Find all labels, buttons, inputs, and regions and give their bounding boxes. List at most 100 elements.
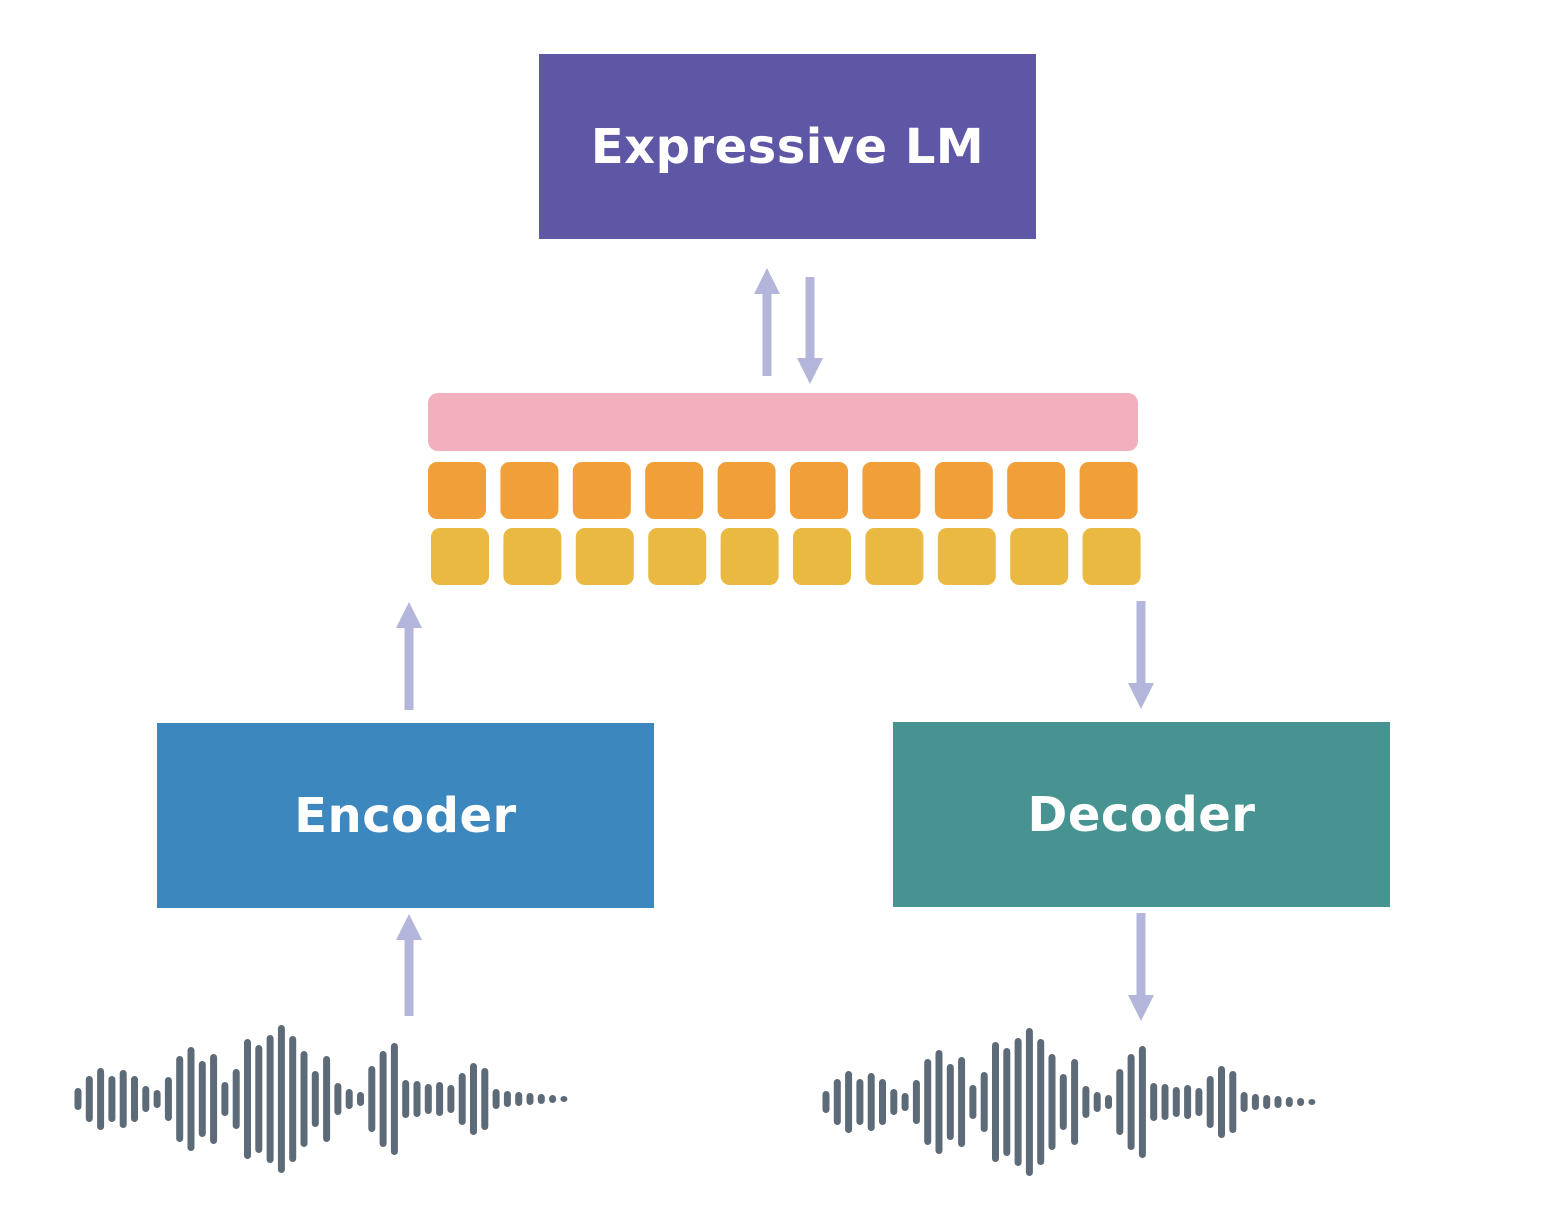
token-top bbox=[790, 462, 848, 519]
waveform-bar bbox=[153, 1090, 161, 1108]
waveform-bar bbox=[1206, 1076, 1214, 1128]
waveform-bar bbox=[424, 1084, 432, 1114]
waveform-bar bbox=[867, 1073, 875, 1131]
waveform-bar bbox=[164, 1077, 172, 1121]
waveform-bar bbox=[97, 1068, 105, 1130]
waveform-bar bbox=[1297, 1098, 1305, 1106]
arrow-down-icon bbox=[797, 277, 823, 384]
arrow-up-icon bbox=[396, 914, 422, 1016]
arrow-up-icon bbox=[754, 268, 780, 376]
waveform-bar bbox=[560, 1096, 568, 1102]
waveform-bar bbox=[822, 1091, 830, 1113]
token-top bbox=[1007, 462, 1066, 519]
waveform-bar bbox=[244, 1039, 251, 1159]
waveform-bar bbox=[1263, 1095, 1271, 1109]
waveform-bar bbox=[845, 1071, 853, 1133]
waveform-bar bbox=[1037, 1039, 1045, 1165]
waveform-bar bbox=[210, 1054, 218, 1144]
waveform-bar bbox=[1093, 1092, 1101, 1112]
waveform-bar bbox=[1184, 1085, 1192, 1119]
waveform-bar bbox=[1308, 1099, 1316, 1105]
waveform-bar bbox=[368, 1066, 376, 1132]
arrow-up-icon bbox=[396, 602, 422, 710]
token-bottom bbox=[865, 528, 924, 585]
waveform-bar bbox=[901, 1093, 909, 1111]
token-bottom bbox=[1082, 528, 1141, 585]
token-bottom bbox=[648, 528, 707, 585]
waveform-bar bbox=[1251, 1094, 1259, 1110]
encoder-box: Encoder bbox=[157, 723, 654, 908]
waveform-bar bbox=[515, 1092, 523, 1106]
waveform-bar bbox=[300, 1051, 308, 1147]
waveform-bar bbox=[255, 1045, 263, 1153]
waveform-bar bbox=[402, 1080, 410, 1118]
waveform-bar bbox=[935, 1050, 943, 1154]
token-top bbox=[934, 462, 993, 519]
waveform-bar bbox=[890, 1089, 898, 1115]
waveform-bar bbox=[1285, 1097, 1293, 1107]
waveform-bar bbox=[912, 1080, 920, 1124]
arrow-head bbox=[1128, 683, 1154, 709]
expressive-lm-box: Expressive LM bbox=[539, 54, 1036, 239]
decoder-label: Decoder bbox=[1027, 786, 1256, 843]
waveform-bar bbox=[221, 1082, 229, 1116]
waveform-bar bbox=[74, 1088, 82, 1110]
waveform-bar bbox=[549, 1095, 557, 1103]
waveform-bar bbox=[470, 1063, 477, 1135]
waveform-bar bbox=[379, 1051, 387, 1147]
token-top bbox=[500, 462, 559, 519]
waveform-bar bbox=[390, 1043, 398, 1155]
token-top bbox=[428, 462, 486, 519]
waveform-bar bbox=[142, 1086, 150, 1112]
arrow-head bbox=[396, 602, 422, 628]
waveform-bar bbox=[108, 1076, 116, 1122]
waveform-bar bbox=[481, 1068, 489, 1130]
waveform-bar bbox=[1071, 1059, 1079, 1145]
waveform-bar bbox=[1048, 1054, 1056, 1150]
waveform-bar bbox=[1138, 1046, 1146, 1158]
waveform-bar bbox=[1240, 1092, 1248, 1112]
token-bottom bbox=[720, 528, 779, 585]
token-top bbox=[717, 462, 776, 519]
waveform-bar bbox=[537, 1094, 545, 1104]
waveform-bar bbox=[1195, 1088, 1203, 1116]
arrow-head bbox=[1128, 995, 1154, 1021]
waveform-bar bbox=[85, 1076, 93, 1122]
waveform-bar bbox=[980, 1072, 988, 1132]
arrow-head bbox=[754, 268, 780, 294]
waveform-bar bbox=[1059, 1074, 1067, 1130]
waveform-bar bbox=[447, 1085, 455, 1113]
token-bottom bbox=[503, 528, 562, 585]
waveform-bar bbox=[958, 1057, 966, 1147]
waveform-bar bbox=[176, 1056, 184, 1142]
waveform-bar bbox=[1274, 1096, 1282, 1108]
token-bottom bbox=[937, 528, 996, 585]
arrow-head bbox=[396, 914, 422, 940]
waveform-bar bbox=[833, 1079, 841, 1125]
waveform-bar bbox=[526, 1093, 534, 1105]
waveform-bar bbox=[1082, 1086, 1090, 1118]
token-top bbox=[645, 462, 704, 519]
token-bottom bbox=[1010, 528, 1069, 585]
waveform-bar bbox=[357, 1092, 364, 1106]
arrow-down-icon bbox=[1128, 601, 1154, 709]
arrow-down-icon bbox=[1128, 913, 1154, 1021]
token-top bbox=[862, 462, 921, 519]
token-bar bbox=[428, 393, 1138, 451]
waveform-bar bbox=[492, 1089, 500, 1109]
waveform-bar bbox=[436, 1082, 444, 1116]
waveform-bar bbox=[1025, 1028, 1033, 1176]
waveform-bar bbox=[198, 1061, 206, 1137]
waveform-bar bbox=[119, 1070, 127, 1128]
waveform-icon bbox=[74, 1025, 568, 1173]
encoder-label: Encoder bbox=[294, 787, 517, 844]
token-top bbox=[572, 462, 631, 519]
expressive-lm-label: Expressive LM bbox=[590, 118, 985, 175]
token-bottom bbox=[431, 528, 489, 585]
decoder-box: Decoder bbox=[893, 722, 1390, 907]
waveform-bar bbox=[311, 1071, 319, 1127]
token-top bbox=[1079, 462, 1138, 519]
waveform-bar bbox=[413, 1081, 421, 1117]
waveform-bar bbox=[1105, 1095, 1112, 1109]
